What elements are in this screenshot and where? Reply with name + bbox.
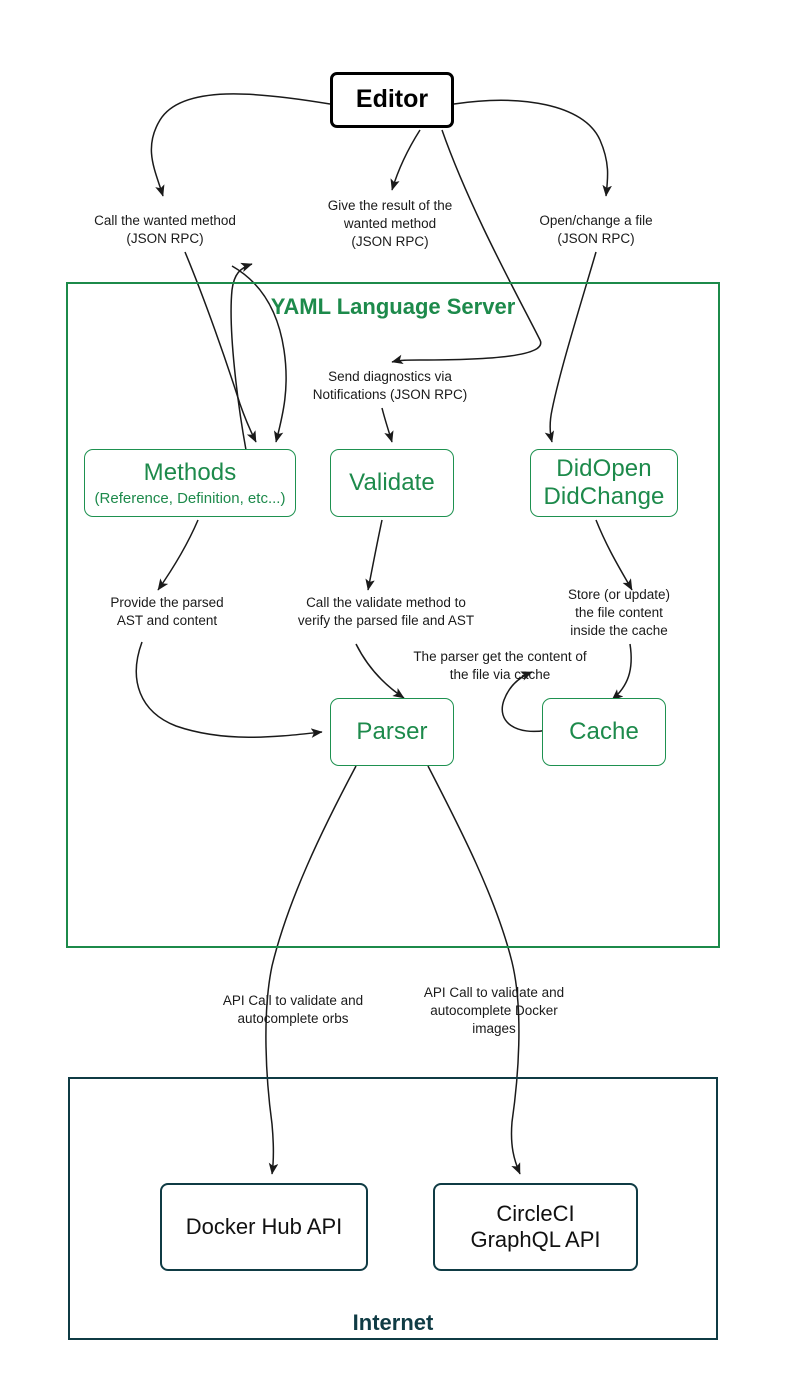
edge-label-give-result: Give the result of the wanted method (JS… [327,198,453,249]
edge-label-api-docker: API Call to validate and autocomplete Do… [423,985,565,1036]
node-docker-hub-api-label: Docker Hub API [185,1214,343,1240]
edge-label-api-orbs: API Call to validate and autocomplete or… [222,993,364,1026]
edge-giveresult-to-editor [390,129,421,191]
node-didopen-line2: DidChange [543,483,665,510]
node-methods-subtitle: (Reference, Definition, etc...) [94,489,286,507]
node-validate[interactable]: Validate [330,449,454,517]
node-validate-title: Validate [349,468,435,496]
edge-label-parser-get-content: The parser get the content of the file v… [413,649,587,682]
node-cache[interactable]: Cache [542,698,666,766]
node-didopen-didchange[interactable]: DidOpen DidChange [530,449,678,517]
edge-editor-to-methods-label [150,93,331,197]
node-parser[interactable]: Parser [330,698,454,766]
edge-label-send-diagnostics: Send diagnostics via Notifications (JSON… [312,369,468,402]
edge-label-call-validate: Call the validate method to verify the p… [297,595,475,628]
node-methods-title: Methods [143,458,237,486]
container-internet [68,1077,718,1340]
node-editor[interactable]: Editor [330,72,454,128]
node-circleci-line1: CircleCI [496,1201,575,1227]
edge-label-provide-ast: Provide the parsed AST and content [110,595,224,628]
edge-editor-to-didopen-label [453,99,612,197]
container-yaml-language-server [66,282,720,948]
edge-label-call-wanted-method: Call the wanted method (JSON RPC) [94,213,236,246]
container-yaml-language-server-title: YAML Language Server [270,294,516,319]
node-didopen-line1: DidOpen [556,454,652,482]
node-editor-label: Editor [355,85,429,114]
node-parser-title: Parser [356,717,428,745]
node-docker-hub-api[interactable]: Docker Hub API [160,1183,368,1271]
node-methods[interactable]: Methods (Reference, Definition, etc...) [84,449,296,517]
node-circleci-graphql-api[interactable]: CircleCI GraphQL API [433,1183,638,1271]
node-cache-title: Cache [569,717,639,745]
edge-label-open-change-file: Open/change a file (JSON RPC) [539,213,653,246]
container-internet-title: Internet [352,1310,434,1335]
edge-label-store-update: Store (or update) the file content insid… [567,587,671,638]
node-circleci-line2: GraphQL API [470,1227,601,1252]
